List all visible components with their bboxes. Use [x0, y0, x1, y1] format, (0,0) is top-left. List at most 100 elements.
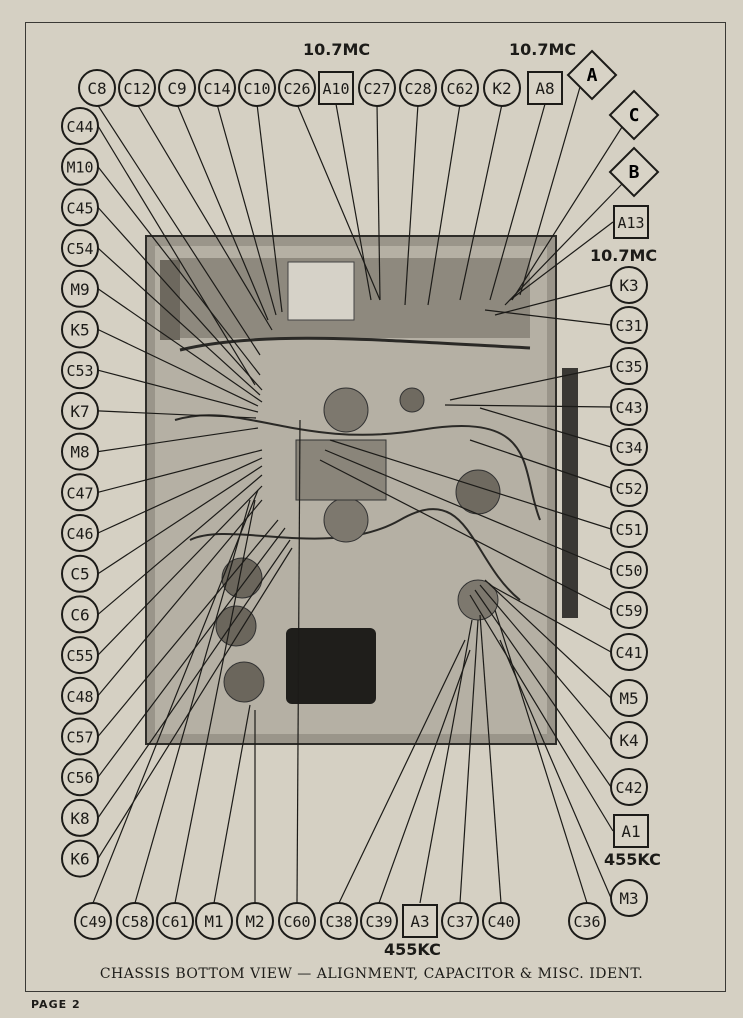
page-label: PAGE 2 [31, 998, 81, 1011]
label-c42: C42 [610, 768, 648, 806]
leader-a10 [335, 103, 372, 301]
label-text: C56 [66, 769, 93, 787]
leader-c10 [256, 103, 283, 313]
leader-c47 [97, 449, 263, 493]
label-text: C35 [615, 358, 642, 376]
label-circle [610, 388, 648, 426]
label-text: C49 [79, 913, 106, 931]
leader-c56 [97, 527, 286, 778]
diagram-frame [25, 22, 726, 992]
label-circle [483, 69, 521, 107]
leader-c41 [489, 584, 612, 653]
leader-c51 [329, 439, 612, 530]
label-text: C60 [283, 913, 310, 931]
leader-c8 [96, 103, 261, 356]
label-c49: C49 [74, 902, 112, 940]
label-text: C59 [615, 602, 642, 620]
label-c36: C36 [568, 902, 606, 940]
label-circle [610, 633, 648, 671]
label-text: C57 [66, 729, 93, 747]
label-m9: M9 [61, 269, 99, 308]
label-c26: C26 [278, 69, 316, 107]
label-circle [61, 717, 99, 756]
leader-lines [92, 86, 623, 904]
label-m3: M3 [610, 879, 648, 917]
label-c39: C39 [360, 902, 398, 940]
leader-c60 [296, 419, 301, 904]
label-circle [74, 902, 112, 940]
label-text: K5 [70, 321, 89, 340]
label-circle [482, 902, 520, 940]
label-c5: C5 [61, 554, 99, 593]
leader-k5 [97, 328, 259, 407]
label-circle [61, 839, 99, 878]
leader-c28 [404, 103, 419, 306]
label-a3: A3 [402, 904, 438, 938]
leader-c45 [97, 206, 263, 391]
freq-label-bottom: 455KC [384, 940, 441, 959]
leader-a13 [509, 221, 614, 301]
label-circle [320, 902, 358, 940]
leader-k8 [97, 539, 291, 819]
label-text: M2 [245, 912, 264, 931]
label-circle [610, 591, 648, 629]
label-circle [236, 902, 274, 940]
label-c47: C47 [61, 473, 99, 512]
label-text: C14 [203, 80, 230, 98]
label-text: C62 [446, 80, 473, 98]
leader-c61 [174, 499, 256, 904]
label-c12: C12 [118, 69, 156, 107]
leader-c55 [97, 485, 263, 656]
label-circle [610, 428, 648, 466]
label-box [613, 205, 649, 239]
label-text: C12 [123, 80, 150, 98]
leader-c9 [176, 103, 269, 321]
label-text: C42 [615, 779, 642, 797]
label-circle [156, 902, 194, 940]
label-c38: C38 [320, 902, 358, 940]
label-c35: C35 [610, 347, 648, 385]
label-c8: C8 [78, 69, 116, 107]
label-text: M5 [619, 689, 638, 708]
label-text: C51 [615, 521, 642, 539]
label-circle [61, 391, 99, 430]
label-circle [118, 69, 156, 107]
leader-c43 [444, 404, 612, 408]
label-text: A13 [617, 214, 644, 232]
label-circle [61, 269, 99, 308]
label-circle [238, 69, 276, 107]
label-circle [61, 229, 99, 268]
label-a13: A13 [613, 205, 649, 239]
leader-c62 [427, 103, 461, 306]
diamond-shape [566, 49, 618, 101]
leader-c39 [378, 649, 471, 904]
label-box [402, 904, 438, 938]
leader-a3 [419, 619, 473, 904]
label-m5: M5 [610, 679, 648, 717]
diamond-shape [608, 89, 660, 141]
leader-c35 [449, 365, 612, 401]
leader-c6 [97, 474, 263, 615]
leader-c5 [97, 465, 263, 575]
label-a1: A1 [613, 814, 649, 848]
label-text: C31 [615, 317, 642, 335]
label-text: M1 [204, 912, 223, 931]
diamond-text: B [629, 162, 640, 183]
label-text: C61 [161, 913, 188, 931]
label-text: C8 [87, 79, 106, 98]
label-circle [610, 879, 648, 917]
diamond-text: C [629, 105, 640, 126]
label-c56: C56 [61, 758, 99, 797]
leader-m9 [97, 288, 263, 403]
leader-diamond-a [519, 86, 581, 296]
leader-a8 [489, 103, 546, 301]
label-circle [568, 902, 606, 940]
label-text: C27 [363, 80, 390, 98]
label-text: M10 [66, 159, 93, 177]
leader-m1 [213, 704, 251, 904]
label-circle [441, 69, 479, 107]
label-text: C53 [66, 362, 93, 380]
leader-c37 [459, 619, 479, 904]
